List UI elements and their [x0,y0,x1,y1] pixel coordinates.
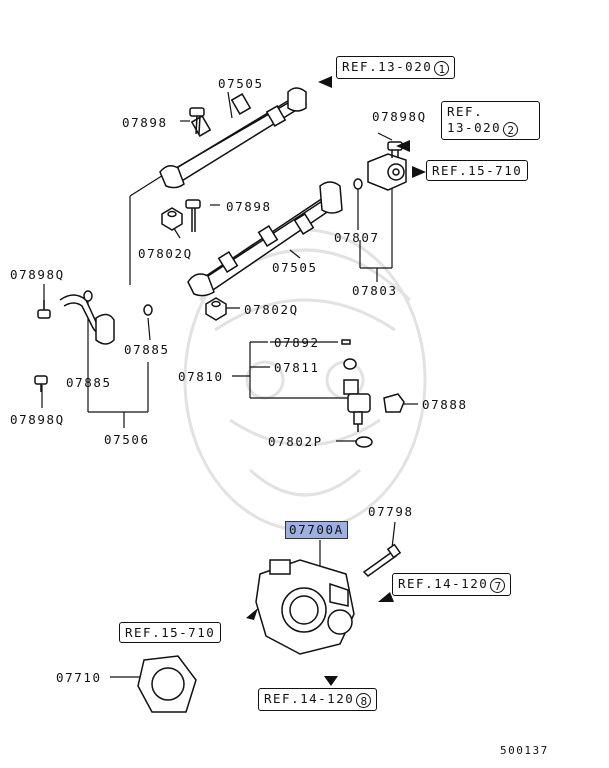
fuel-rail-lower [187,181,343,297]
part-label-07803: 07803 [352,283,398,298]
part-label-07885-a: 07885 [124,342,170,357]
page-id: 500137 [500,744,549,757]
ref-text-line2: 13-020 [447,120,502,135]
arrow-ref-4 [378,592,394,602]
ref-text: REF.14-120 [264,691,355,706]
arrow-ref-2 [396,140,410,152]
bolt-07898q-c [34,375,48,392]
pressure-regulator-07803 [367,141,407,191]
arrows [246,76,426,686]
part-label-07898q-a: 07898Q [372,109,427,124]
ref-text: REF.15-710 [432,163,523,178]
gasket-07710 [137,655,197,713]
part-label-07898q-b: 07898Q [10,267,65,282]
part-label-07802q-a: 07802Q [138,246,193,261]
ref-circle-number: 1 [434,61,450,76]
ref-circle-number: 7 [490,578,506,593]
part-label-07505-mid: 07505 [272,260,318,275]
fuel-rail-upper [159,87,308,189]
part-label-07807: 07807 [334,230,380,245]
part-label-07892: 07892 [274,335,320,350]
arrow-ref-1 [318,76,332,88]
bolt-07898-top [189,107,205,135]
bolt-07798 [362,543,402,577]
injector-07810 [341,339,371,432]
arrow-ref-6 [324,676,338,686]
fuel-pipe-07506 [59,294,115,345]
part-label-07898q-c: 07898Q [10,412,65,427]
o-ring-07807 [353,178,363,190]
throttle-body-07700a [255,559,355,655]
part-label-07810: 07810 [178,369,224,384]
part-label-07798: 07798 [368,504,414,519]
nut-07802q-b [205,297,227,321]
part-label-07888: 07888 [422,397,468,412]
ref-box-15-710-upper[interactable]: REF.15-710 [426,160,529,181]
o-ring-07885-b [143,304,153,316]
bolt-07898q-a [37,300,51,319]
part-label-07811: 07811 [274,360,320,375]
clip-07888 [383,393,405,413]
ref-text: REF.15-710 [125,625,216,640]
part-label-07505-top: 07505 [218,76,264,91]
part-label-07710: 07710 [56,670,102,685]
o-ring-07885-a [83,290,93,302]
ref-text: REF.14-120 [398,576,489,591]
part-label-07802p: 07802P [268,434,323,449]
part-label-07506: 07506 [104,432,150,447]
part-label-07802q-b: 07802Q [244,302,299,317]
part-label-07700a-highlighted[interactable]: 07700A [285,521,348,539]
ref-text-line1: REF. [447,104,484,119]
insulator-07802p [355,436,373,448]
nut-07802q-a [161,207,183,231]
arrow-ref-3 [412,166,426,178]
part-label-07898-b: 07898 [226,199,272,214]
part-label-07898-a: 07898 [122,115,168,130]
ref-box-15-710-lower[interactable]: REF.15-710 [119,622,222,643]
ref-circle-number: 8 [356,693,372,708]
arrow-ref-5 [246,608,258,620]
bolt-07898-mid [185,199,201,232]
ref-circle-number: 2 [503,122,519,137]
part-label-07885-b: 07885 [66,375,112,390]
ref-text: REF.13-020 [342,59,433,74]
